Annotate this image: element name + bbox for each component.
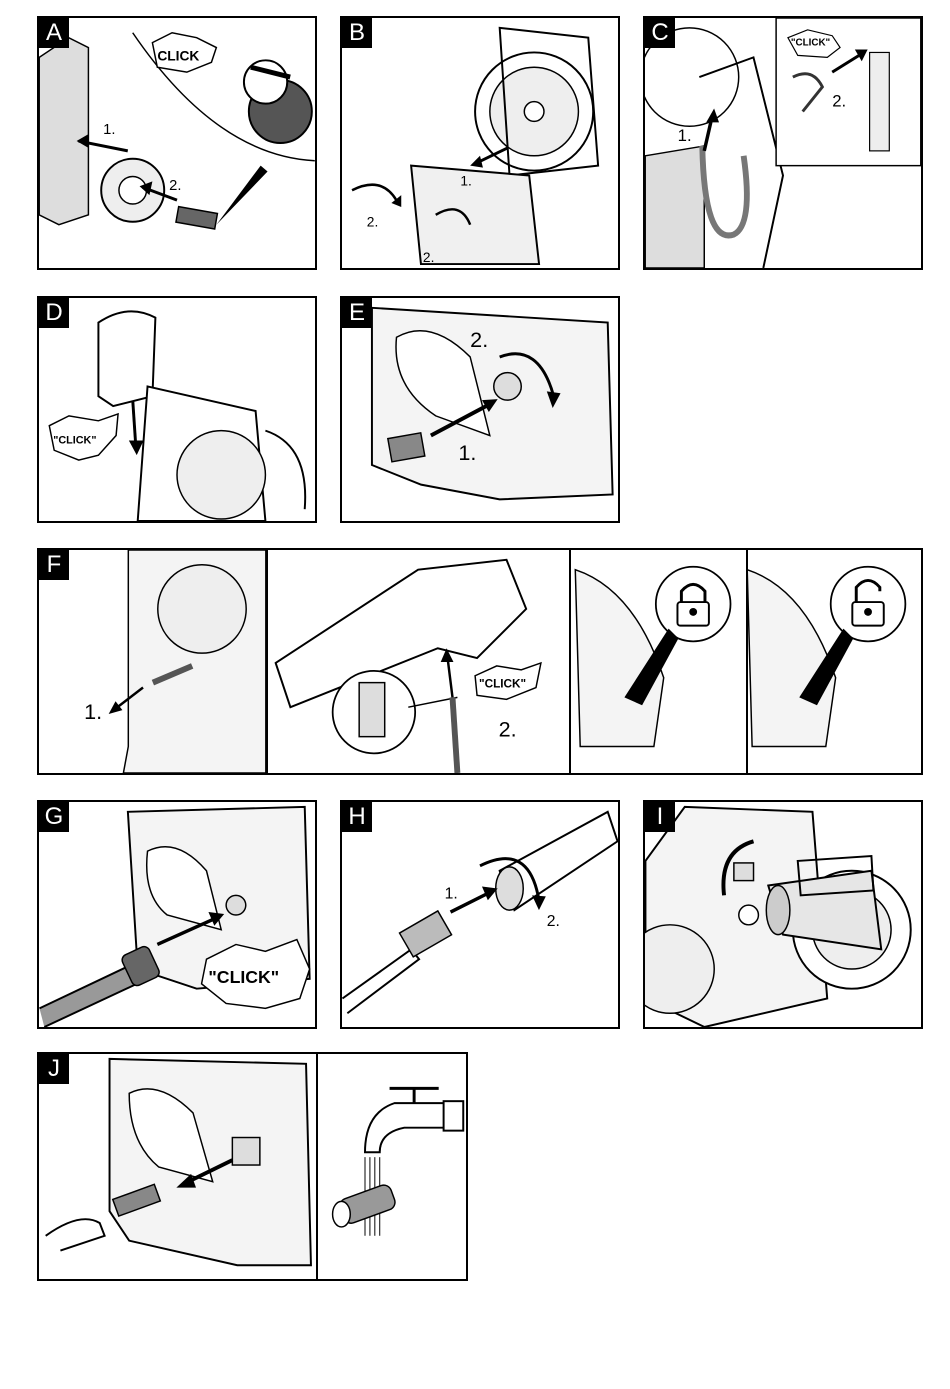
- step2b-label: 2.: [423, 250, 434, 265]
- illustration-hose-reel-mount: 1. 2. 2.: [342, 18, 618, 268]
- step2-label: 2.: [499, 717, 517, 742]
- step2-label: 2.: [832, 92, 846, 111]
- panel-letter: C: [645, 18, 675, 48]
- panel-j: J: [37, 1052, 468, 1281]
- panel-letter: A: [39, 18, 69, 48]
- step1-label: 1.: [103, 122, 115, 138]
- panel-letter: E: [342, 298, 372, 328]
- illustration-hose-hook: "CLICK" 2. 1.: [645, 18, 921, 268]
- step1-label: 1.: [84, 699, 102, 724]
- panel-letter: J: [39, 1054, 69, 1084]
- divider: [746, 550, 748, 773]
- click-label: "CLICK": [208, 967, 279, 987]
- click-label: "CLICK": [479, 678, 526, 691]
- step1-label: 1.: [678, 126, 692, 145]
- step2-label: 2.: [547, 913, 560, 930]
- divider: [266, 550, 268, 773]
- panel-letter: F: [39, 550, 69, 580]
- click-label: "CLICK": [791, 38, 831, 49]
- panel-i: I: [643, 800, 923, 1029]
- illustration-water-inlet: 1. 2.: [342, 298, 618, 521]
- panel-letter: D: [39, 298, 69, 328]
- illustration-hose-connect: "CLICK": [39, 802, 315, 1027]
- step1-label: 1.: [460, 173, 471, 188]
- panel-g: G "CLICK": [37, 800, 317, 1029]
- panel-h: H 1. 2.: [340, 800, 620, 1029]
- step2a-label: 2.: [367, 215, 378, 230]
- click-label: "CLICK": [53, 434, 96, 446]
- panel-letter: H: [342, 802, 372, 832]
- illustration-lance-attach: 1. 2.: [342, 802, 618, 1027]
- illustration-handle-insert: "CLICK": [39, 298, 315, 521]
- illustration-wheel-cap: CLICK 1. 2.: [39, 18, 315, 268]
- panel-letter: B: [342, 18, 372, 48]
- panel-a: A CLICK 1. 2.: [37, 16, 317, 270]
- panel-letter: G: [39, 802, 69, 832]
- click-label: CLICK: [157, 48, 199, 63]
- step2-label: 2.: [470, 327, 488, 352]
- panel-c: C "CLICK" 2. 1.: [643, 16, 923, 270]
- illustration-detergent-fill: [645, 802, 921, 1027]
- illustration-filter-clean: [39, 1054, 466, 1279]
- divider: [569, 550, 571, 773]
- illustration-trigger-gun: 1. "CLICK" 2.: [39, 550, 921, 773]
- panel-e: E 1. 2.: [340, 296, 620, 523]
- panel-d: D "CLICK": [37, 296, 317, 523]
- step1-label: 1.: [458, 440, 476, 465]
- step2-label: 2.: [169, 178, 181, 194]
- panel-f: F 1. "CLICK" 2.: [37, 548, 923, 775]
- panel-letter: I: [645, 802, 675, 832]
- water-tap-icon: [365, 1088, 463, 1152]
- step1-label: 1.: [445, 885, 458, 902]
- divider: [316, 1054, 318, 1279]
- panel-b: B 1. 2. 2.: [340, 16, 620, 270]
